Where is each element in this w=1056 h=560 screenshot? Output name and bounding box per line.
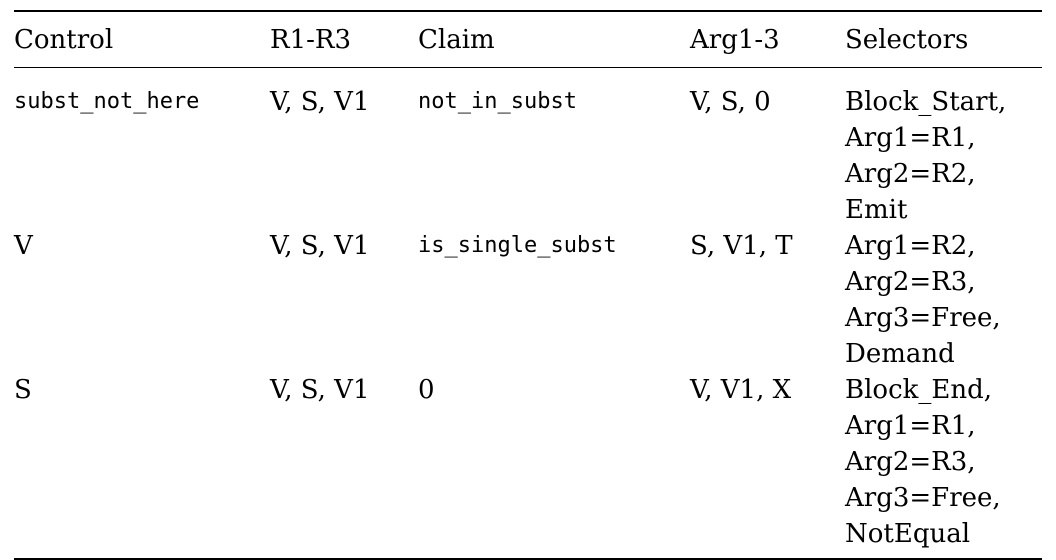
selector-line: Arg1=R1, [845, 411, 976, 441]
cell-claim: is_single_subst [418, 233, 617, 258]
selector-line: Arg1=R2, [845, 231, 976, 261]
table-header-row: Control R1-R3 Claim Arg1-3 Selectors [14, 11, 1042, 68]
header-r1-r3: R1-R3 [270, 25, 352, 55]
cell-control: V [14, 231, 33, 261]
cell-control: S [14, 375, 32, 405]
header-control: Control [14, 25, 114, 55]
cell-selectors: Arg1=R2, Arg2=R3, Arg3=Free, Demand [845, 228, 1042, 372]
selector-table-container: Control R1-R3 Claim Arg1-3 Selectors sub… [14, 10, 1042, 560]
header-arg1-3: Arg1-3 [690, 25, 780, 55]
selector-line: Arg2=R2, [845, 159, 976, 189]
table-row: S V, S, V1 0 V, V1, X Block_End, Arg1=R1… [14, 372, 1042, 559]
cell-r1-r3: V, S, V1 [270, 231, 370, 261]
header-selectors: Selectors [845, 25, 969, 55]
selector-line: Arg1=R1, [845, 123, 976, 153]
cell-control: subst_not_here [14, 89, 200, 114]
selector-line: Block_Start, [845, 87, 1007, 117]
selector-line: Block_End, [845, 375, 993, 405]
selector-line: Emit [845, 195, 908, 225]
cell-r1-r3: V, S, V1 [270, 87, 370, 117]
cell-selectors: Block_End, Arg1=R1, Arg2=R3, Arg3=Free, … [845, 372, 1042, 559]
cell-r1-r3: V, S, V1 [270, 375, 370, 405]
selector-table: Control R1-R3 Claim Arg1-3 Selectors sub… [14, 10, 1042, 560]
selector-line: Arg3=Free, [845, 483, 1001, 513]
table-row: V V, S, V1 is_single_subst S, V1, T Arg1… [14, 228, 1042, 372]
header-claim: Claim [418, 25, 495, 55]
selector-line: Arg2=R3, [845, 267, 976, 297]
cell-selectors: Block_Start, Arg1=R1, Arg2=R2, Emit [845, 68, 1042, 229]
selector-line: NotEqual [845, 519, 971, 549]
selector-line: Arg2=R3, [845, 447, 976, 477]
cell-arg1-3: V, V1, X [690, 375, 792, 405]
cell-claim: not_in_subst [418, 89, 577, 114]
cell-arg1-3: V, S, 0 [690, 87, 771, 117]
selector-line: Arg3=Free, [845, 303, 1001, 333]
cell-arg1-3: S, V1, T [690, 231, 793, 261]
selector-line: Demand [845, 339, 955, 369]
table-row: subst_not_here V, S, V1 not_in_subst V, … [14, 68, 1042, 229]
cell-claim: 0 [418, 375, 435, 405]
